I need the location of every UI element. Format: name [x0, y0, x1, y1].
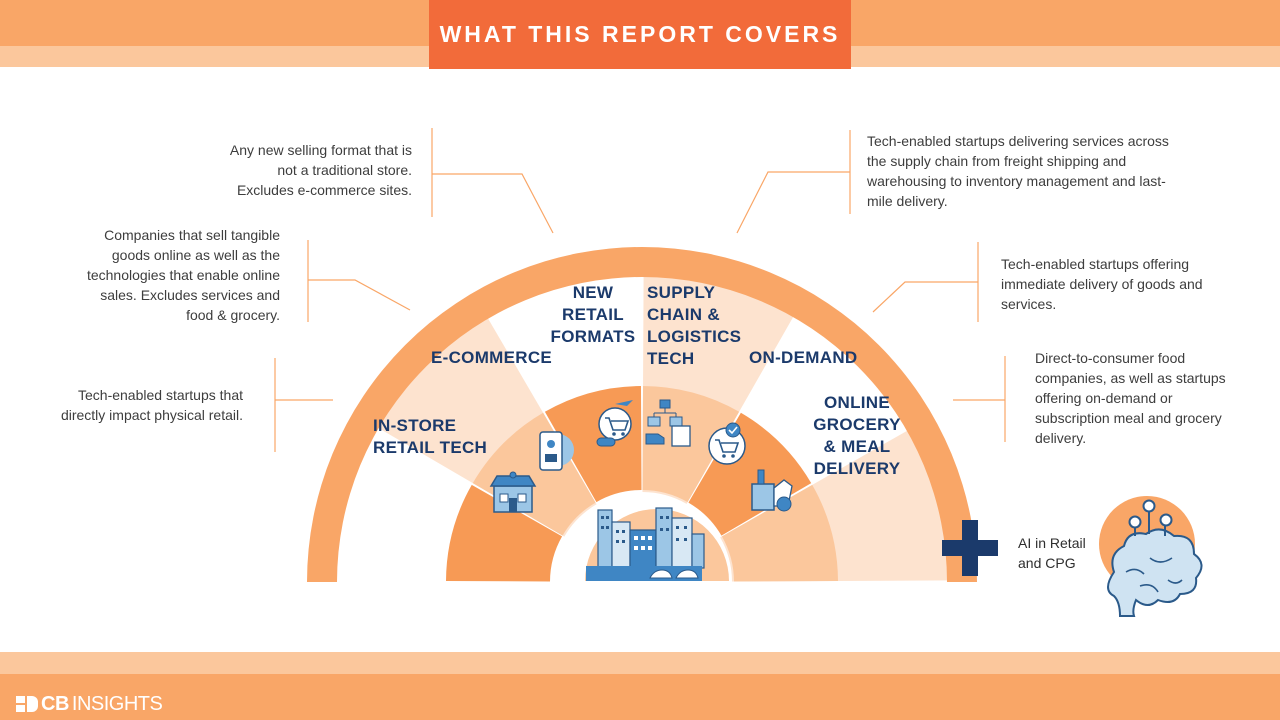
segment-label-supply-chain: SUPPLY CHAIN & LOGISTICS TECH: [647, 282, 741, 370]
segment-label-line: DELIVERY: [813, 459, 901, 478]
bottom-band: [0, 674, 1280, 720]
segment-label-line: TECH: [647, 349, 695, 368]
desc-line: warehousing to inventory management and …: [867, 173, 1166, 189]
desc-line: companies, as well as startups: [1035, 370, 1226, 386]
desc-line: mile delivery.: [867, 193, 948, 209]
segment-label-line: SUPPLY: [647, 283, 716, 302]
desc-line: delivery.: [1035, 430, 1087, 446]
desc-line: sales. Excludes services and: [100, 287, 280, 303]
segment-label-line: FORMATS: [550, 327, 636, 346]
store-icon: [489, 471, 537, 513]
desc-line: subscription meal and grocery: [1035, 410, 1222, 426]
segment-label-line: IN-STORE: [373, 416, 457, 435]
desc-line: Any new selling format that is: [229, 142, 412, 158]
desc-on-demand: Tech-enabled startups offering immediate…: [1001, 254, 1231, 314]
desc-line: services.: [1001, 296, 1057, 312]
leader-lines: [274, 128, 1006, 452]
logo-cb-text: CB: [41, 692, 69, 715]
wedge-on-demand-inner: [688, 412, 812, 536]
leader-line: [308, 279, 411, 311]
segment-label-line: & MEAL: [823, 437, 891, 456]
desc-line: Direct-to-consumer food: [1035, 350, 1186, 366]
segment-label-ecommerce: E-COMMERCE: [431, 347, 552, 369]
drone-cart-icon: [596, 400, 633, 447]
segment-label-line: ON-DEMAND: [749, 348, 858, 367]
desc-line: Companies that sell tangible: [104, 227, 280, 243]
desc-online-grocery: Direct-to-consumer food companies, as we…: [1035, 348, 1255, 448]
logistics-flowchart-icon: [645, 399, 691, 447]
city-skyline-icon: [585, 507, 729, 581]
wedge-supply-chain-inner: [642, 386, 740, 503]
leader-line: [432, 173, 554, 234]
grocery-bag-icon: [751, 469, 793, 512]
desc-line: food & grocery.: [186, 307, 280, 323]
segment-label-on-demand: ON-DEMAND: [749, 347, 857, 369]
desc-ecommerce: Companies that sell tangible goods onlin…: [40, 225, 280, 325]
wedge-in-store-inner: [446, 484, 563, 582]
segment-label-line: GROCERY: [813, 415, 901, 434]
desc-line: Tech-enabled startups that: [78, 387, 243, 403]
segment-label-line: E-COMMERCE: [431, 348, 553, 367]
delivery-cart-icon: [708, 422, 746, 465]
desc-line: Tech-enabled startups offering: [1001, 256, 1190, 272]
desc-line: directly impact physical retail.: [60, 407, 243, 423]
desc-line: Excludes e-commerce sites.: [236, 182, 412, 198]
desc-supply-chain: Tech-enabled startups delivering service…: [867, 131, 1197, 211]
segment-label-line: ONLINE: [823, 393, 891, 412]
segment-label-line: RETAIL: [562, 305, 624, 324]
segment-label-new-retail-formats: NEW RETAIL FORMATS: [548, 282, 638, 348]
segment-label-line: CHAIN &: [647, 305, 720, 324]
desc-line: technologies that enable online: [86, 267, 280, 283]
desc-line: immediate delivery of goods and: [1001, 276, 1203, 292]
wedge-ecommerce-inner: [472, 412, 596, 536]
logo-insights-text: INSIGHTS: [71, 692, 163, 715]
report-title: WHAT THIS REPORT COVERS: [429, 0, 851, 69]
desc-line: offering on-demand or: [1035, 390, 1173, 406]
desc-in-store: Tech-enabled startups that directly impa…: [30, 385, 243, 425]
desc-line: the supply chain from freight shipping a…: [867, 153, 1127, 169]
plus-icon: [942, 520, 998, 576]
ai-label-line: and CPG: [1018, 555, 1076, 571]
segment-label-line: NEW: [572, 283, 614, 302]
desc-line: goods online as well as the: [111, 247, 280, 263]
segment-label-line: RETAIL TECH: [373, 438, 488, 457]
desc-line: Tech-enabled startups delivering service…: [867, 133, 1169, 149]
segment-label-in-store: IN-STORE RETAIL TECH: [373, 415, 487, 459]
desc-line: not a traditional store.: [277, 162, 412, 178]
inner-ring: [446, 386, 838, 582]
segment-label-line: LOGISTICS: [647, 327, 742, 346]
desc-new-retail-formats: Any new selling format that is not a tra…: [170, 140, 412, 200]
ai-label: AI in Retail and CPG: [1018, 533, 1086, 573]
ai-label-line: AI in Retail: [1018, 535, 1086, 551]
leader-line: [872, 281, 978, 313]
segment-label-online-grocery: ONLINE GROCERY & MEAL DELIVERY: [812, 392, 902, 480]
mobile-shopping-icon: [539, 431, 574, 471]
bottom-band-light: [0, 652, 1280, 674]
brain-circuit-icon: [1099, 496, 1203, 617]
leader-line: [736, 171, 850, 234]
cb-logo-mark: [16, 696, 38, 712]
wedge-online-grocery-inner: [721, 484, 838, 582]
